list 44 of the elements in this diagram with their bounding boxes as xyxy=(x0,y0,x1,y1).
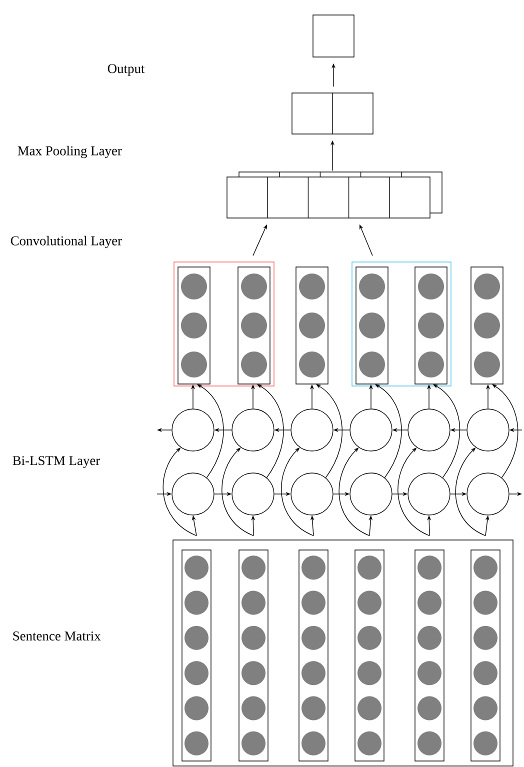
output-box xyxy=(312,14,354,58)
lstm-cell xyxy=(466,408,510,452)
arrow xyxy=(257,384,284,478)
arrow xyxy=(316,384,343,478)
lstm-cell xyxy=(350,472,392,516)
layer-label: Output xyxy=(108,64,145,76)
arrow xyxy=(338,448,370,536)
lstm-cell xyxy=(350,408,392,452)
arrow xyxy=(455,448,486,536)
layer-label: Convolutional Layer xyxy=(10,236,122,248)
lstm-cell xyxy=(290,472,334,516)
lstm-cell xyxy=(290,408,334,452)
vector-bar xyxy=(238,550,268,762)
feature-map-drawing xyxy=(226,172,442,218)
vector-bar xyxy=(414,266,448,384)
layer-label: Max Pooling Layer xyxy=(18,146,122,158)
lstm-cell xyxy=(172,472,214,516)
vector-bar xyxy=(296,266,328,384)
vector-bar xyxy=(298,550,328,762)
layer-label: Bi-LSTM Layer xyxy=(12,456,100,468)
lstm-cell xyxy=(232,472,274,516)
arrow xyxy=(375,384,402,478)
lstm-cell xyxy=(408,408,450,452)
arrow xyxy=(398,448,430,536)
vector-bar xyxy=(354,550,384,762)
vector-bar xyxy=(470,550,500,762)
arrow xyxy=(162,448,197,536)
lstm-cell xyxy=(466,472,510,516)
pooling-box xyxy=(292,92,374,134)
vector-bar xyxy=(470,266,504,384)
vector-bar xyxy=(178,266,210,384)
arrow xyxy=(197,384,224,478)
layer-label: Sentence Matrix xyxy=(13,631,101,641)
lstm-cell xyxy=(172,408,214,452)
vector-bar xyxy=(238,266,270,384)
vector-bar xyxy=(414,550,444,762)
vector-bar xyxy=(182,550,212,762)
arrow xyxy=(281,448,314,536)
arrow xyxy=(433,384,460,478)
arrow xyxy=(492,384,518,478)
vector-bar xyxy=(356,266,388,384)
lstm-cell xyxy=(408,472,450,516)
arrow xyxy=(222,448,254,536)
lstm-cell xyxy=(232,408,274,452)
